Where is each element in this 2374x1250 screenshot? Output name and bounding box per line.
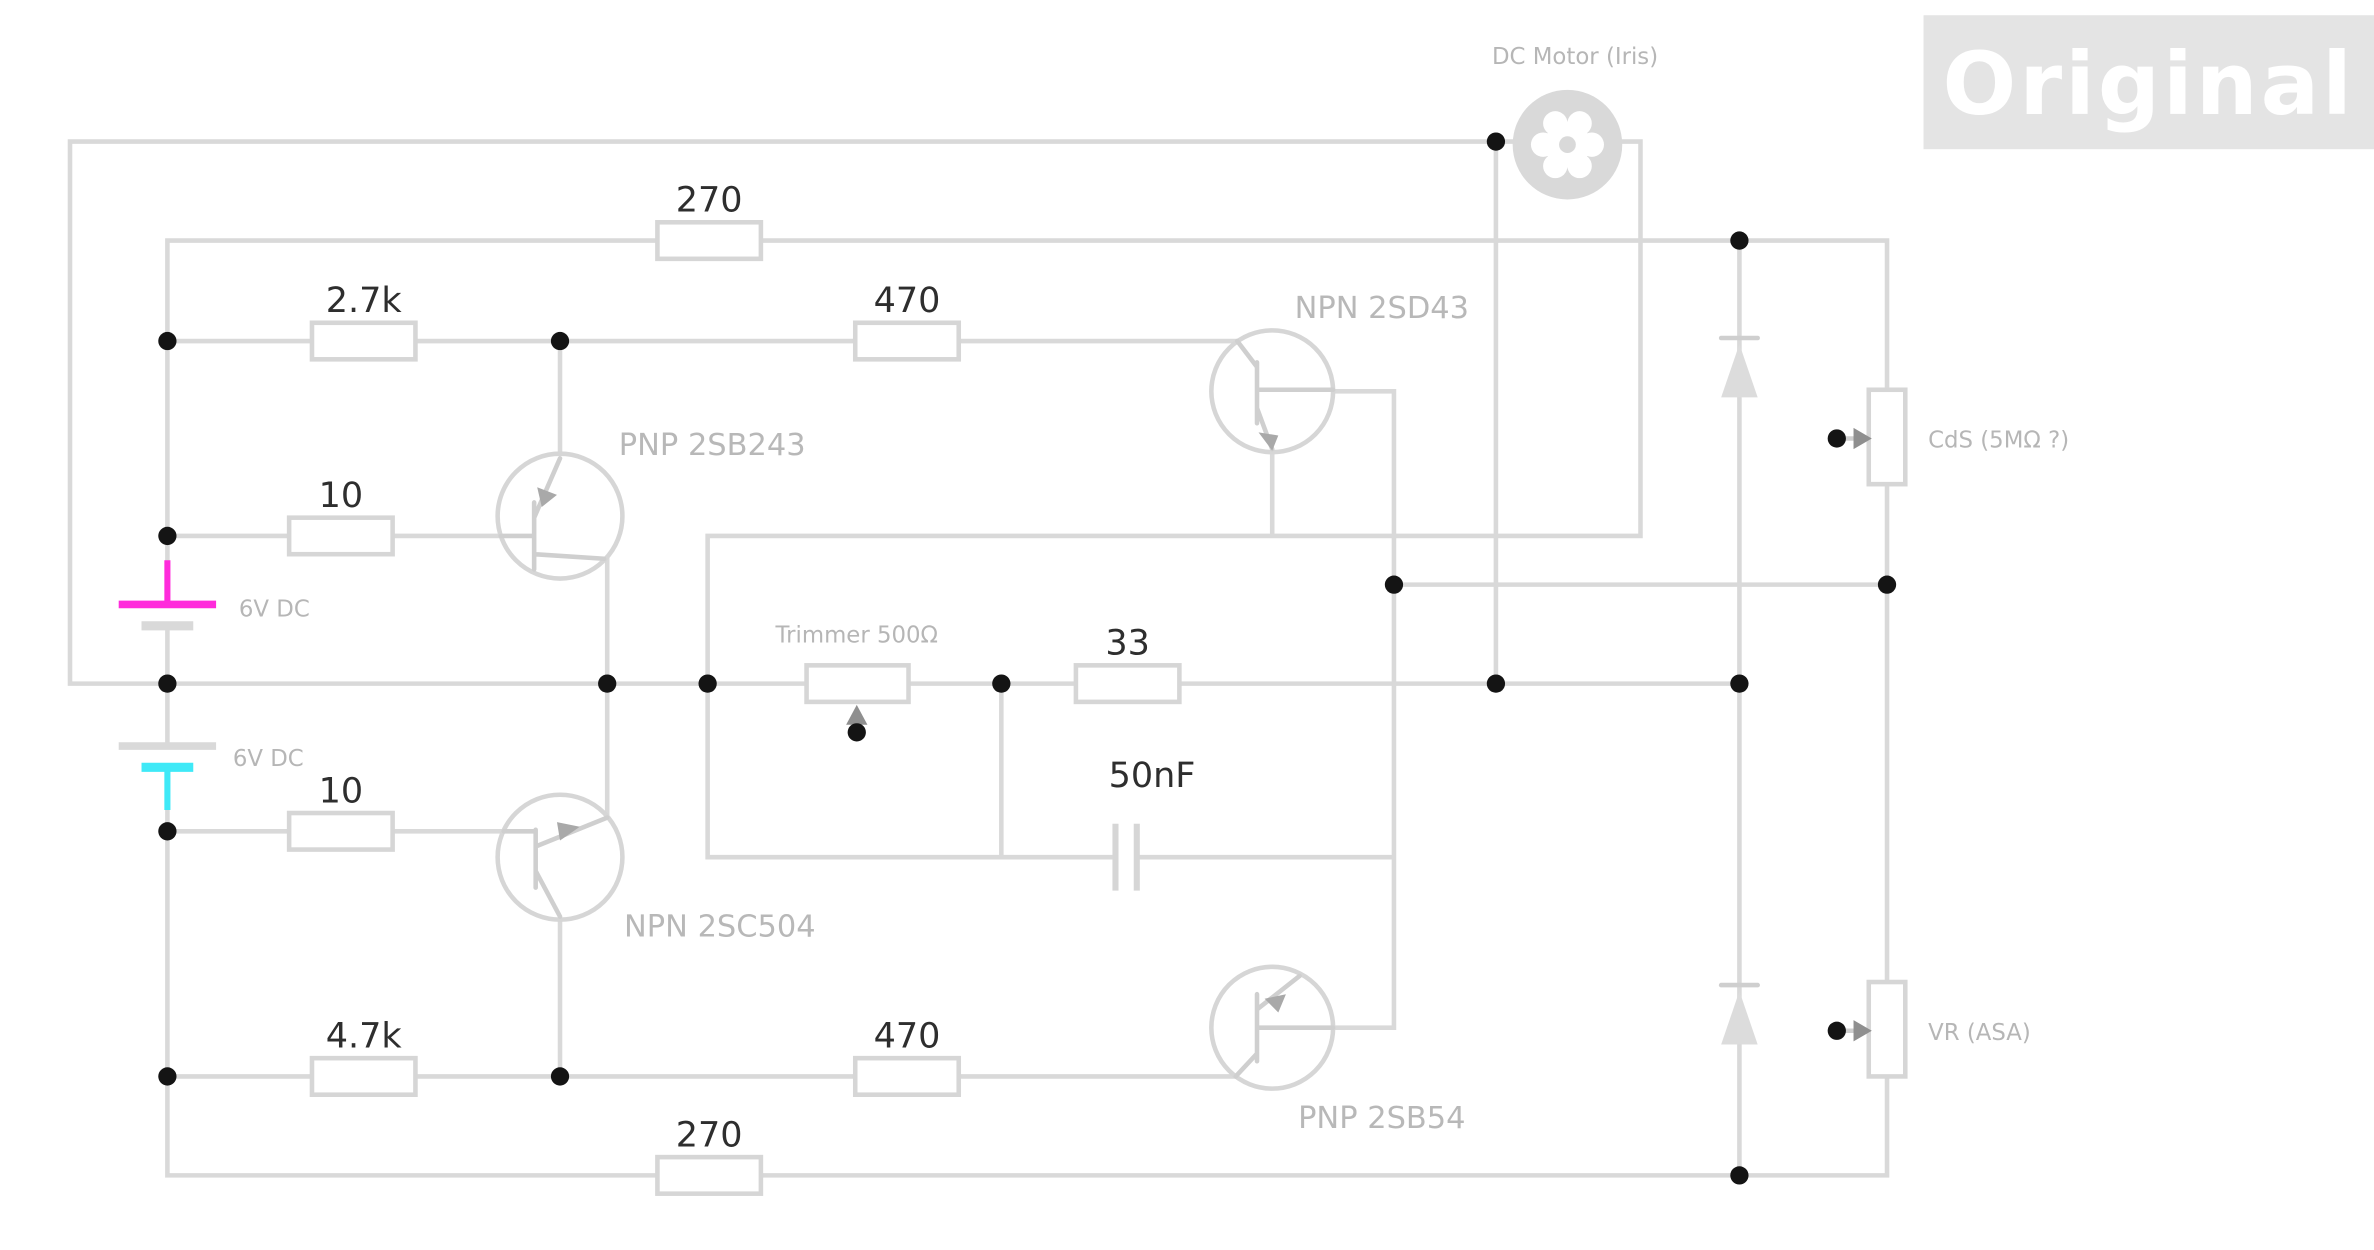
battery-top-label: 6V DC	[239, 597, 310, 623]
transistor-npn-2sd43-label: NPN 2SD43	[1295, 291, 1469, 326]
transistor-npn-2sc504-label: NPN 2SC504	[624, 909, 816, 944]
watermark-label: Original	[1943, 34, 2355, 135]
transistor-pnp-2sb54-arrow-icon	[1264, 994, 1286, 1013]
battery-6v-bottom	[118, 742, 217, 810]
junction-dot	[158, 674, 177, 693]
junction-dot	[1730, 674, 1749, 693]
cds-photocell	[1834, 387, 1908, 487]
transistor-npn-2sd43	[1209, 328, 1336, 455]
transistor-npn-2sd43-legs	[1234, 338, 1336, 452]
trimmer-body	[804, 663, 911, 705]
resistor-470-top	[852, 320, 962, 362]
resistor-270-top-label: 270	[676, 181, 743, 221]
vr-label: VR (ASA)	[1928, 1020, 2031, 1046]
junction-dots	[158, 132, 1897, 1185]
junction-dot	[698, 674, 717, 693]
cds-arrow-icon	[1853, 427, 1872, 450]
resistor-270-bottom	[655, 1154, 764, 1196]
resistor-2k7-label: 2.7k	[326, 281, 403, 321]
transistor-pnp-2sb54	[1209, 964, 1336, 1091]
transistor-pnp-2sb54-legs	[1233, 973, 1336, 1079]
cds-label: CdS (5MΩ ?)	[1928, 428, 2069, 454]
resistor-270-bottom-label: 270	[676, 1115, 743, 1155]
junction-dot	[158, 1067, 177, 1086]
diode-bottom-icon	[1718, 982, 1760, 1045]
junction-dot	[1730, 1166, 1749, 1185]
transistor-npn-2sc504-body	[495, 792, 625, 922]
junction-dot	[1827, 1021, 1846, 1040]
transistor-pnp-2sb243-body	[495, 451, 625, 581]
resistor-470-top-label: 470	[874, 281, 941, 321]
vr-asa	[1834, 979, 1908, 1079]
resistor-4k7	[309, 1055, 418, 1097]
transistor-npn-2sc504-legs	[501, 815, 610, 919]
capacitor-50nf	[1112, 823, 1140, 891]
junction-dot	[1730, 231, 1749, 250]
junction-dot	[598, 674, 617, 693]
vr-body	[1866, 979, 1908, 1079]
junction-dot	[158, 526, 177, 546]
junction-dot	[550, 1067, 570, 1086]
junction-dot	[1486, 132, 1506, 151]
transistor-pnp-2sb54-label: PNP 2SB54	[1298, 1101, 1465, 1136]
watermark: Original	[1923, 15, 2374, 150]
trimmer-label: Trimmer 500Ω	[775, 623, 938, 649]
junction-dot	[1877, 575, 1897, 594]
transistor-pnp-2sb243	[495, 451, 625, 581]
resistor-10-bottom	[286, 810, 395, 852]
transistor-npn-2sc504-arrow-icon	[556, 822, 580, 841]
battery-6v-top	[118, 560, 217, 631]
resistor-4k7-label: 4.7k	[326, 1016, 403, 1056]
transistor-npn-2sc504	[495, 792, 625, 922]
resistor-470-bottom-label: 470	[874, 1016, 941, 1056]
dc-motor-icon	[1512, 89, 1623, 200]
diode-top-icon	[1718, 335, 1760, 398]
resistor-33	[1073, 663, 1182, 705]
vr-arrow-icon	[1853, 1020, 1872, 1042]
junction-dot	[992, 674, 1011, 693]
transistor-npn-2sd43-arrow-icon	[1258, 432, 1279, 451]
dc-motor-hub	[1559, 136, 1576, 154]
junction-dot	[158, 822, 177, 841]
trimmer-wiper-arrow-icon	[846, 704, 868, 725]
resistor-10-bottom-label: 10	[319, 771, 364, 811]
transistor-pnp-2sb243-arrow-icon	[537, 487, 557, 508]
resistor-33-label: 33	[1105, 624, 1150, 664]
dc-motor-label: DC Motor (Iris)	[1492, 44, 1658, 70]
resistor-10-top-label: 10	[319, 476, 364, 516]
junction-dot	[158, 331, 177, 351]
diode-top-triangle	[1721, 344, 1758, 398]
watermark-background	[1923, 15, 2374, 150]
junction-dot	[1827, 429, 1846, 448]
transistor-pnp-2sb243-legs	[498, 455, 607, 572]
resistor-470-bottom	[852, 1055, 962, 1097]
junction-dot	[1384, 575, 1404, 594]
capacitor-50nf-label: 50nF	[1109, 756, 1196, 796]
diode-bottom-triangle	[1721, 991, 1758, 1045]
battery-bottom-label: 6V DC	[233, 746, 304, 772]
resistor-2k7	[309, 320, 418, 362]
resistor-10-top	[286, 515, 395, 557]
transistor-pnp-2sb243-label: PNP 2SB243	[619, 428, 806, 463]
cds-body	[1866, 387, 1908, 487]
resistor-270-top	[655, 220, 764, 262]
junction-dot	[1486, 674, 1506, 693]
junction-dot	[847, 723, 866, 742]
junction-dot	[550, 331, 570, 351]
